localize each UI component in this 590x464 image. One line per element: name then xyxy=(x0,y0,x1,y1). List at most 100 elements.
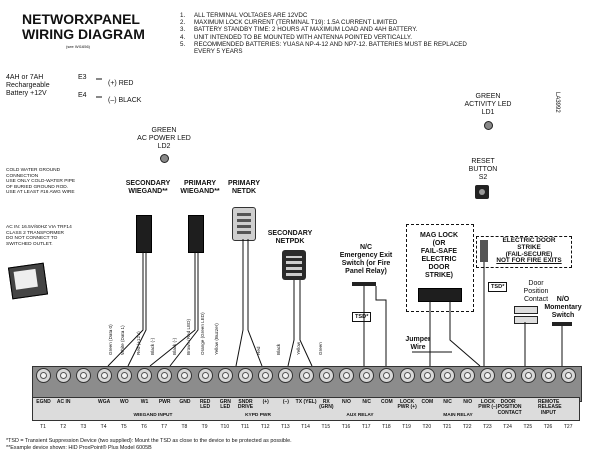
terminal-number: T5 xyxy=(120,424,127,430)
secondary-netpdk-keypad-icon xyxy=(282,250,306,280)
note-text: RECOMMENDED BATTERIES: YUASA NP-4-12 AND… xyxy=(194,40,467,56)
terminal-screw[interactable] xyxy=(238,368,253,383)
door-strike-label: ELECTRIC DOOR STRIKE (FAIL-SECURE) NOT F… xyxy=(490,237,568,265)
primary-netdk-label: PRIMARY NETDK xyxy=(222,180,266,196)
terminal-label: LOCK PWR (–) xyxy=(478,399,498,411)
device-label-line: Wire xyxy=(410,344,426,351)
terminal-screw[interactable] xyxy=(56,368,72,383)
terminal-screw[interactable] xyxy=(217,368,233,383)
momentary-switch-icon xyxy=(552,322,572,326)
wire-color-label: Green xyxy=(318,342,323,355)
device-label-line: NOT FOR FIRE EXITS xyxy=(496,257,562,265)
terminal-label: WO xyxy=(119,399,129,405)
terminal-number: T24 xyxy=(503,424,512,430)
terminal-screw[interactable] xyxy=(36,368,51,383)
wire-color-label: Black (-) xyxy=(150,337,155,355)
terminal-screw[interactable] xyxy=(76,368,92,383)
device-label-line: Panel Relay) xyxy=(345,268,387,275)
terminal-number: T8 xyxy=(181,424,188,430)
device-label-line: MAG LOCK xyxy=(419,232,459,239)
note-line: OF BURIED GROUND ROD. xyxy=(6,184,69,190)
battery-label-line: Battery +12V xyxy=(6,90,47,97)
terminal-screw[interactable] xyxy=(520,368,536,383)
battery-red-label: (+) RED xyxy=(108,80,134,87)
device-label-line: Switch xyxy=(551,312,575,319)
led-label-line: ACTIVITY LED xyxy=(464,101,512,108)
terminal-screw[interactable] xyxy=(440,368,455,383)
terminal-screw[interactable] xyxy=(157,368,173,383)
terminal-screw[interactable] xyxy=(541,368,556,383)
title-line-2: WIRING DIAGRAM xyxy=(22,26,145,42)
terminal-screw[interactable] xyxy=(480,368,496,383)
device-label-line: N/O xyxy=(556,296,570,303)
note-item: 4.UNIT INTENDED TO BE MOUNTED WITH ANTEN… xyxy=(180,34,480,41)
terminal-number: T6 xyxy=(141,424,147,430)
terminal-label: GND xyxy=(179,399,191,405)
terminal-label: RX (GRN) xyxy=(319,399,334,411)
tsd-label-main: TSD* xyxy=(488,282,508,292)
terminal-screw[interactable] xyxy=(318,368,334,383)
note-text: UNIT INTENDED TO BE MOUNTED WITH ANTENNA… xyxy=(194,33,412,41)
diagram-subtitle: (see WI1656) xyxy=(66,44,91,49)
terminal-number: T4 xyxy=(100,424,107,430)
terminal-screw[interactable] xyxy=(298,368,314,383)
device-label-line: (FAIL-SECURE) xyxy=(505,250,553,258)
reset-button-icon xyxy=(475,185,489,199)
terminal-label: GRN LED xyxy=(219,399,231,411)
footnote-example: **Example device shown: HID ProxPoint® P… xyxy=(6,444,152,451)
terminal-screw[interactable] xyxy=(278,368,294,383)
terminal-screw[interactable] xyxy=(137,368,152,383)
wire-color-label: Orange (Green LED) xyxy=(200,312,205,355)
led-label-line: LD1 xyxy=(481,109,495,116)
terminal-label: COM xyxy=(421,399,434,405)
device-label-line: SECONDARY xyxy=(267,230,313,237)
led-label-line: LD2 xyxy=(157,143,171,150)
terminal-label: N/O xyxy=(463,399,473,405)
terminal-screw[interactable] xyxy=(399,368,415,383)
terminal-screw[interactable] xyxy=(460,368,476,383)
secondary-netpdk-label: SECONDARY NETPDK xyxy=(266,230,314,246)
terminal-label: N/C xyxy=(362,399,371,405)
terminal-screw[interactable] xyxy=(419,368,435,383)
terminal-label: SNDR DRIVE xyxy=(237,399,254,411)
terminal-screw[interactable] xyxy=(379,368,395,383)
terminal-screw[interactable] xyxy=(359,368,375,383)
terminal-screw[interactable] xyxy=(197,368,213,383)
wire-color-label: Green (Data 0) xyxy=(108,324,113,355)
device-label-line: WIEGAND** xyxy=(128,188,168,195)
terminal-screw[interactable] xyxy=(561,368,577,383)
note-text: BATTERY STANDBY TIME: 2 HOURS AT MAXIMUM… xyxy=(194,26,418,34)
terminal-number: T27 xyxy=(563,424,573,430)
terminal-label: RED LED xyxy=(199,399,211,411)
terminal-screw[interactable] xyxy=(500,368,516,383)
terminal-label: N/O xyxy=(342,399,351,405)
terminal-screw[interactable] xyxy=(116,368,132,383)
note-number: 2. xyxy=(180,19,186,27)
note-item: 3.BATTERY STANDBY TIME: 2 HOURS AT MAXIM… xyxy=(180,26,480,33)
terminal-number: T15 xyxy=(321,424,331,430)
terminal-screw[interactable] xyxy=(177,368,193,383)
terminal-screw[interactable] xyxy=(96,368,112,383)
primary-netdk-keypad-icon xyxy=(232,207,256,241)
terminal-label: REMOTE RELEASE INPUT xyxy=(538,399,562,416)
device-label-line: (OR xyxy=(432,240,446,247)
terminal-screw[interactable] xyxy=(258,368,274,383)
terminal-number: T22 xyxy=(462,424,472,430)
terminal-number: T12 xyxy=(260,424,270,430)
wire-color-label: Yellow xyxy=(296,341,301,355)
device-label-line: STRIKE xyxy=(517,243,541,251)
note-text: MAXIMUM LOCK CURRENT (TERMINAL T19): 1.5… xyxy=(194,19,398,27)
terminal-number: T2 xyxy=(60,424,67,430)
led-label-line: GREEN xyxy=(151,127,177,134)
primary-wiegand-reader-icon xyxy=(188,215,204,253)
note-line: USE ONLY COLD-WATER PIPE xyxy=(6,179,76,185)
wire-color-label: Red (+12V) xyxy=(136,331,141,355)
terminal-number: T7 xyxy=(161,424,168,430)
device-label-line: ELECTRIC xyxy=(421,256,457,263)
title-line-1: NETWORXPANEL xyxy=(22,11,140,27)
wire-color-label: Yellow (Buzzer) xyxy=(214,323,219,355)
terminal-label: AC IN xyxy=(56,399,71,405)
device-label-line: NETDK xyxy=(231,188,257,195)
terminal-screw[interactable] xyxy=(339,368,354,383)
